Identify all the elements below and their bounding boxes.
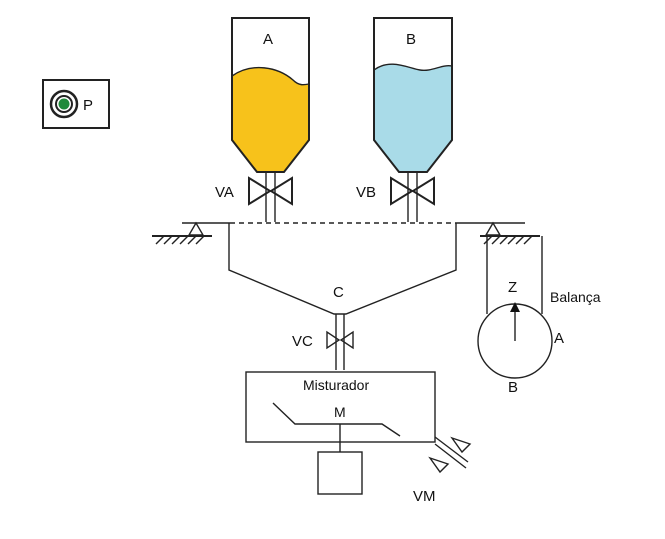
motor-box — [317, 451, 363, 495]
ground-support-icon — [480, 221, 540, 245]
butterfly-valve-icon — [428, 436, 472, 474]
ground-support-icon — [152, 221, 212, 245]
valve-vm-label: VM — [413, 488, 436, 505]
valve-vc-label: VC — [292, 333, 313, 350]
butterfly-valve-icon — [248, 176, 293, 206]
mixer-title: Misturador — [303, 377, 369, 393]
valve-vm[interactable]: VM — [413, 436, 472, 505]
hopper-c: C — [228, 223, 457, 370]
silo-b-label: B — [406, 31, 416, 48]
hopper-label: C — [333, 284, 344, 301]
indicator-light-icon — [49, 89, 79, 119]
scale-z-label: Z — [508, 279, 517, 296]
button-p-label: P — [83, 97, 93, 114]
silo-a-label: A — [263, 31, 273, 48]
valve-vb[interactable]: VB — [356, 176, 435, 206]
motor-label: M — [334, 404, 346, 420]
valve-va[interactable]: VA — [215, 176, 293, 206]
valve-vc[interactable]: VC — [292, 330, 354, 350]
scale-title: Balança — [550, 289, 601, 305]
silo-a: A — [231, 17, 310, 222]
scale-a-label: A — [554, 330, 564, 347]
valve-vb-label: VB — [356, 184, 376, 201]
mixer: Misturador M — [245, 371, 436, 495]
dial-gauge-icon — [477, 302, 553, 379]
silo-b-content — [374, 64, 452, 172]
button-p[interactable]: P — [42, 79, 110, 129]
butterfly-valve-icon — [390, 176, 435, 206]
scale-b-label: B — [508, 379, 518, 396]
scale: Z Balança A B — [477, 236, 601, 396]
silo-b: B — [373, 17, 453, 222]
silo-a-content — [232, 67, 309, 172]
valve-va-label: VA — [215, 184, 234, 201]
butterfly-valve-icon — [326, 330, 354, 350]
